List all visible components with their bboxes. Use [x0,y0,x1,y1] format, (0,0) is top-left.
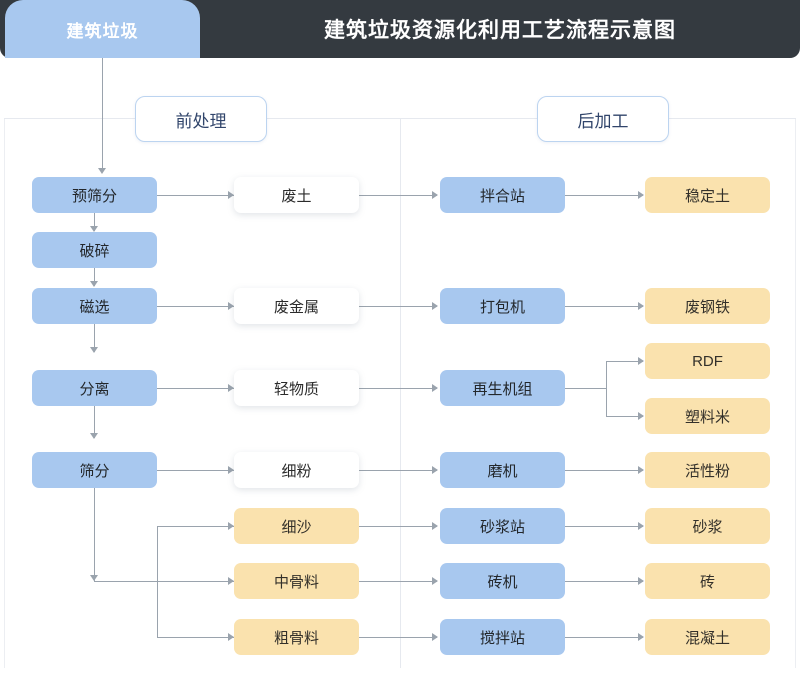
connector-regen-to-rdf [606,361,643,362]
page-title: 建筑垃圾资源化利用工艺流程示意图 [324,19,676,42]
connector-lightmatter-regen [359,388,437,389]
node-scrap-steel[interactable]: 废钢铁 [645,288,770,324]
node-rdf[interactable]: RDF [645,343,770,379]
node-agitator-station[interactable]: 搅拌站 [440,619,565,655]
connector-regen-split-trunk [606,361,607,416]
connector-regen-arrow [432,384,438,392]
node-baler[interactable]: 打包机 [440,288,565,324]
connector-trunk-to-coarseagg [157,637,234,638]
connector-activepowder-arrow [638,466,644,474]
node-mortar-station[interactable]: 砂浆站 [440,508,565,544]
node-mortar[interactable]: 砂浆 [645,508,770,544]
connector-mixing-arrow [432,191,438,199]
connector-wastesoil-mixing [359,195,437,196]
connector-brick-arrow [638,577,644,585]
connector-regen-stem [565,388,607,389]
connector-brickmachine-brick [565,581,643,582]
connector-screen-down [94,488,95,581]
connector-crush-magnetic [94,268,95,286]
connector-feed-arrow [98,168,106,174]
connector-coarseagg-agitator [359,637,437,638]
connector-concrete-arrow [638,633,644,641]
node-stabilized-soil[interactable]: 稳定土 [645,177,770,213]
connector-mortarstation-arrow [432,522,438,530]
connector-mixing-stabilizedsoil [565,195,643,196]
connector-midagg-brickmachine [359,581,437,582]
connector-feed-line [102,58,103,170]
connector-mortar-arrow [638,522,644,530]
connector-mill-activepowder [565,470,643,471]
node-brick[interactable]: 砖 [645,563,770,599]
section-label-post: 后加工 [537,96,669,142]
node-mid-aggregate[interactable]: 中骨料 [234,563,359,599]
section-divider [400,118,401,668]
connector-finepowder-mill [359,470,437,471]
connector-mill-arrow [432,466,438,474]
connector-scrapsteel-arrow [638,302,644,310]
connector-prescreen-crush [94,213,95,231]
connector-stabilizedsoil-arrow [638,191,644,199]
connector-baler-arrow [432,302,438,310]
connector-rdf-arrow [638,357,644,365]
connector-midagg-arrow [228,577,234,585]
connector-finesand-mortarstation [359,526,437,527]
connector-magnetic-separate [94,323,95,352]
section-label-pre: 前处理 [135,96,267,142]
connector-magnetic-separate-arrow [90,347,98,353]
connector-regen-to-plastic [606,416,643,417]
node-fine-powder[interactable]: 细粉 [234,452,359,488]
connector-finepowder-arrow [228,466,234,474]
connector-crush-magnetic-arrow [90,281,98,287]
node-separation[interactable]: 分离 [32,370,157,406]
connector-screen-to-midagg [94,581,234,582]
connector-prescreen-wastesoil [157,195,234,196]
connector-magnetic-scrapmetal [157,306,234,307]
connector-finesand-arrow [228,522,234,530]
connector-agitator-arrow [432,633,438,641]
node-fine-sand[interactable]: 细沙 [234,508,359,544]
connector-separate-screen [94,398,95,438]
header-tab-construction-waste[interactable]: 建筑垃圾 [5,0,200,58]
node-brick-machine[interactable]: 砖机 [440,563,565,599]
connector-coarseagg-arrow [228,633,234,641]
node-concrete[interactable]: 混凝土 [645,619,770,655]
connector-mortarstation-mortar [565,526,643,527]
node-magnetic-separation[interactable]: 磁选 [32,288,157,324]
connector-brickmachine-arrow [432,577,438,585]
node-screening[interactable]: 筛分 [32,452,157,488]
connector-wastesoil-arrow [228,191,234,199]
node-coarse-aggregate[interactable]: 粗骨料 [234,619,359,655]
connector-scrapmetal-baler [359,306,437,307]
node-regeneration-unit[interactable]: 再生机组 [440,370,565,406]
connector-lightmatter-arrow [228,384,234,392]
connector-separate-lightmatter [157,388,234,389]
connector-agitator-concrete [565,637,643,638]
node-waste-soil[interactable]: 废土 [234,177,359,213]
connector-screen-down-arrow [90,575,98,581]
node-scrap-metal[interactable]: 废金属 [234,288,359,324]
node-plastic-pellet[interactable]: 塑料米 [645,398,770,434]
connector-screen-finepowder [157,470,234,471]
connector-baler-scrapsteel [565,306,643,307]
connector-trunk-to-finesand [157,526,234,527]
node-active-powder[interactable]: 活性粉 [645,452,770,488]
connector-separate-screen-arrow [90,433,98,439]
connector-prescreen-crush-arrow [90,226,98,232]
node-mill[interactable]: 磨机 [440,452,565,488]
diagram-frame [4,118,796,668]
node-crush[interactable]: 破碎 [32,232,157,268]
node-pre-screen[interactable]: 预筛分 [32,177,157,213]
connector-scrapmetal-arrow [228,302,234,310]
connector-agg-trunk [157,526,158,637]
node-mixing-station[interactable]: 拌合站 [440,177,565,213]
connector-plastic-arrow [638,412,644,420]
node-light-matter[interactable]: 轻物质 [234,370,359,406]
